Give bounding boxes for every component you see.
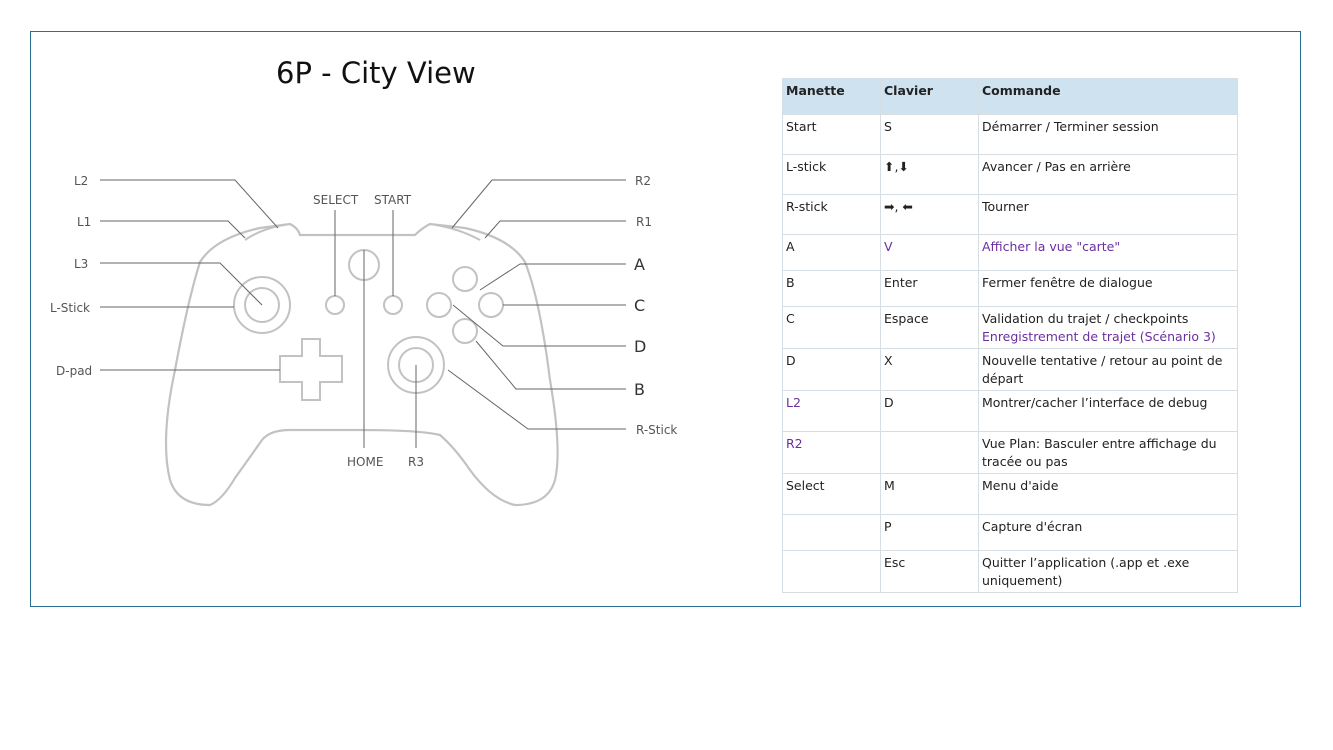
cell-commande: Vue Plan: Basculer entre affichage du tr… bbox=[978, 431, 1238, 474]
cell-commande: Fermer fenêtre de dialogue bbox=[978, 270, 1238, 307]
label-r2: R2 bbox=[635, 174, 651, 188]
label-d-pad: D-pad bbox=[56, 364, 92, 378]
label-l2: L2 bbox=[74, 174, 88, 188]
header-manette: Manette bbox=[782, 78, 881, 115]
label-l1: L1 bbox=[77, 215, 91, 229]
cell-manette: L-stick bbox=[782, 154, 881, 195]
cell-clavier: D bbox=[880, 390, 979, 432]
controller-diagram: L2 L1 L3 L-Stick D-pad SELECT START HOME… bbox=[50, 174, 677, 507]
start-button bbox=[383, 295, 403, 315]
table-row: R2 Vue Plan: Basculer entre affichage du… bbox=[782, 431, 1238, 474]
cell-clavier: X bbox=[880, 348, 979, 391]
cell-clavier: Esc bbox=[880, 550, 979, 593]
command-text: Validation du trajet / checkpoints bbox=[982, 311, 1189, 326]
cell-commande: Quitter l’application (.app et .exe uniq… bbox=[978, 550, 1238, 593]
d-button bbox=[426, 292, 452, 318]
cell-manette: L2 bbox=[782, 390, 881, 432]
cell-manette: D bbox=[782, 348, 881, 391]
label-l3: L3 bbox=[74, 257, 88, 271]
cell-manette: C bbox=[782, 306, 881, 349]
cell-clavier: V bbox=[880, 234, 979, 271]
a-button bbox=[452, 266, 478, 292]
left-stick-outer bbox=[233, 276, 291, 334]
table-row: Esc Quitter l’application (.app et .exe … bbox=[782, 550, 1238, 593]
table-row: P Capture d'écran bbox=[782, 514, 1238, 551]
cell-commande: Nouvelle tentative / retour au point de … bbox=[978, 348, 1238, 391]
cell-manette: Select bbox=[782, 473, 881, 515]
select-button bbox=[325, 295, 345, 315]
d-pad bbox=[279, 338, 343, 401]
label-b: B bbox=[634, 380, 645, 399]
label-r3: R3 bbox=[408, 455, 424, 469]
page-title: 6P - City View bbox=[276, 56, 476, 90]
table-row: L-stick ⬆,⬇ Avancer / Pas en arrière bbox=[782, 154, 1238, 195]
table-row: B Enter Fermer fenêtre de dialogue bbox=[782, 270, 1238, 307]
label-r-stick: R-Stick bbox=[636, 423, 677, 437]
label-c: C bbox=[634, 296, 645, 315]
slide-frame bbox=[30, 31, 1301, 607]
table-row: Start S Démarrer / Terminer session bbox=[782, 114, 1238, 155]
cell-commande: Afficher la vue "carte" bbox=[978, 234, 1238, 271]
header-commande: Commande bbox=[978, 78, 1238, 115]
label-r1: R1 bbox=[636, 215, 652, 229]
cell-manette: R-stick bbox=[782, 194, 881, 235]
table-row: C Espace Validation du trajet / checkpoi… bbox=[782, 306, 1238, 349]
table-header-row: Manette Clavier Commande bbox=[782, 78, 1238, 115]
label-start: START bbox=[374, 193, 412, 207]
label-d: D bbox=[634, 337, 646, 356]
header-clavier: Clavier bbox=[880, 78, 979, 115]
cell-manette: A bbox=[782, 234, 881, 271]
cell-clavier: ⬆,⬇ bbox=[880, 154, 979, 195]
cell-commande: Menu d'aide bbox=[978, 473, 1238, 515]
b-button bbox=[452, 318, 478, 344]
cell-commande: Démarrer / Terminer session bbox=[978, 114, 1238, 155]
table-row: A V Afficher la vue "carte" bbox=[782, 234, 1238, 271]
cell-commande: Montrer/cacher l’interface de debug bbox=[978, 390, 1238, 432]
cell-commande: Tourner bbox=[978, 194, 1238, 235]
cell-clavier: P bbox=[880, 514, 979, 551]
cell-commande: Avancer / Pas en arrière bbox=[978, 154, 1238, 195]
table-row: R-stick ➡, ⬅ Tourner bbox=[782, 194, 1238, 235]
cell-manette: B bbox=[782, 270, 881, 307]
cell-clavier: ➡, ⬅ bbox=[880, 194, 979, 235]
controller-outline bbox=[164, 222, 559, 507]
cell-clavier: Espace bbox=[880, 306, 979, 349]
table-row: D X Nouvelle tentative / retour au point… bbox=[782, 348, 1238, 391]
c-button bbox=[478, 292, 504, 318]
cell-manette: Start bbox=[782, 114, 881, 155]
label-select: SELECT bbox=[313, 193, 359, 207]
label-a: A bbox=[634, 255, 645, 274]
cell-clavier: S bbox=[880, 114, 979, 155]
cell-manette bbox=[782, 514, 881, 551]
label-home: HOME bbox=[347, 455, 383, 469]
cell-clavier: Enter bbox=[880, 270, 979, 307]
controls-table: Manette Clavier Commande Start S Démarre… bbox=[782, 78, 1238, 593]
command-text-secondary: Enregistrement de trajet (Scénario 3) bbox=[982, 329, 1216, 344]
cell-clavier bbox=[880, 431, 979, 474]
table-row: L2 D Montrer/cacher l’interface de debug bbox=[782, 390, 1238, 432]
cell-manette: R2 bbox=[782, 431, 881, 474]
label-l-stick: L-Stick bbox=[50, 301, 90, 315]
left-stick-inner bbox=[244, 287, 280, 323]
cell-manette bbox=[782, 550, 881, 593]
cell-commande: Capture d'écran bbox=[978, 514, 1238, 551]
table-row: Select M Menu d'aide bbox=[782, 473, 1238, 515]
cell-clavier: M bbox=[880, 473, 979, 515]
